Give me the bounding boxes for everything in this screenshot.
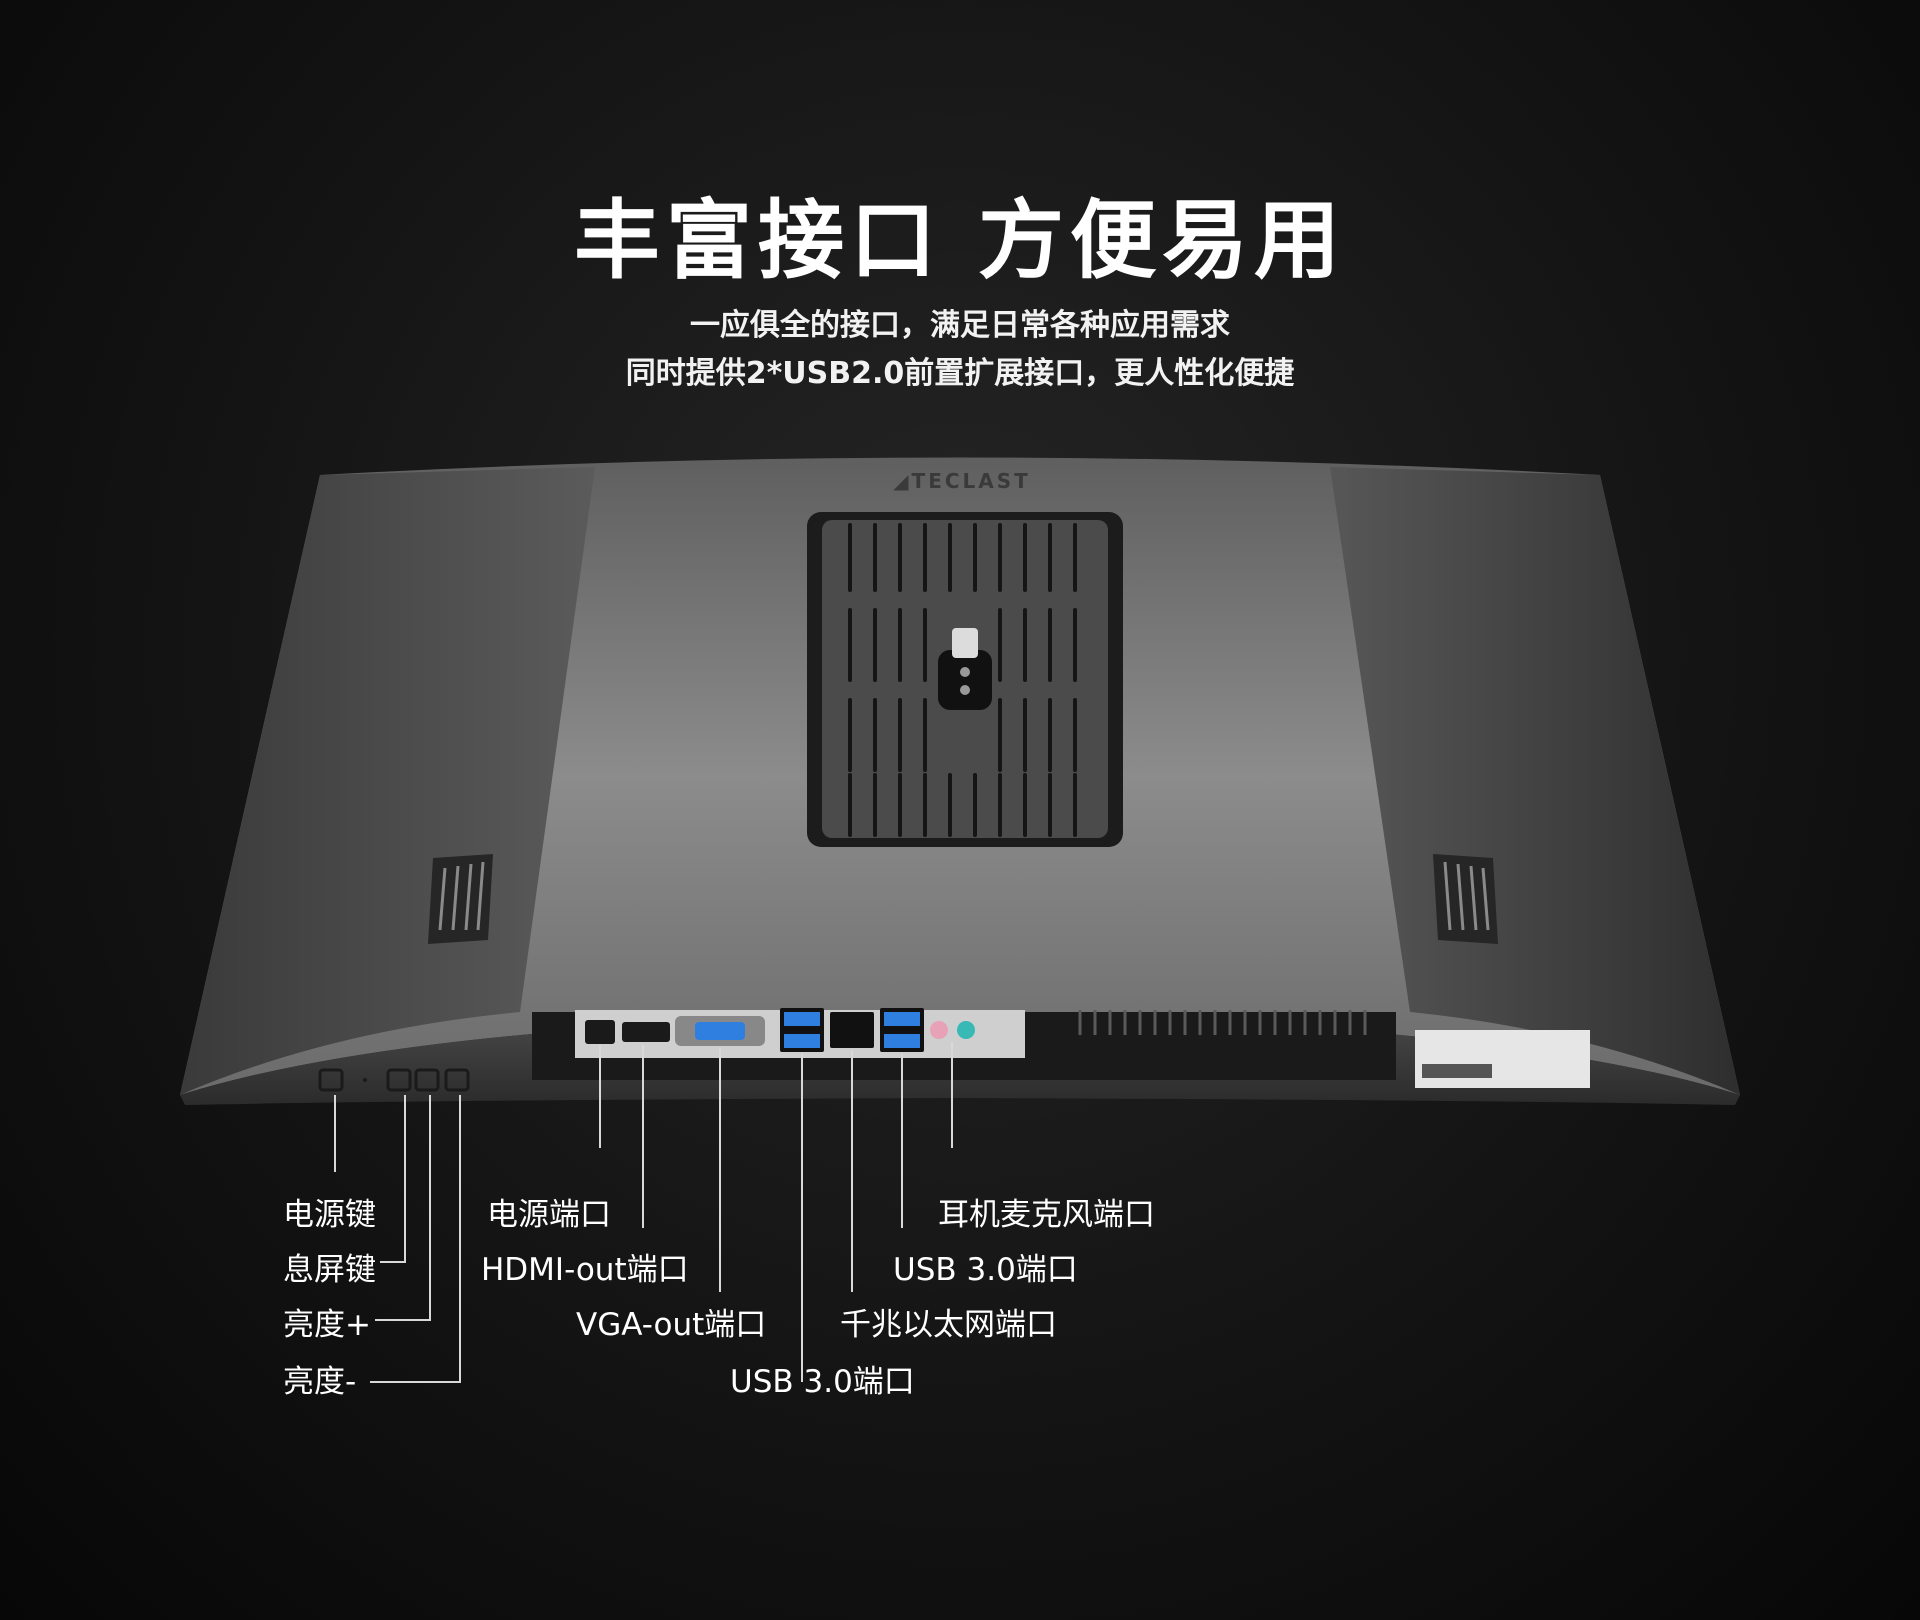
callout-lines [334,1042,953,1383]
ethernet-port [830,1012,874,1048]
bottom-vent [1078,1010,1367,1035]
power-port [585,1020,615,1044]
hdmi-port [622,1022,670,1042]
stand-hinge [938,650,992,710]
page-title: 丰富接口 方便易用 [574,191,1346,291]
label-hdmi-out: HDMI-out端口 [481,1252,689,1288]
left-side-panel [180,467,595,1095]
label-brightness-down: 亮度- [283,1364,357,1400]
label-brightness-up: 亮度+ [283,1307,371,1343]
label-screen-off-key: 息屏键 [283,1252,376,1288]
label-vga-out: VGA-out端口 [576,1307,767,1343]
label-ethernet: 千兆以太网端口 [840,1307,1057,1343]
subtitle-line-2: 同时提供2*USB2.0前置扩展接口，更人性化便捷 [625,356,1295,391]
product-sticker [1415,1030,1590,1088]
mic-jack [930,1021,948,1039]
right-side-panel [1330,467,1740,1095]
label-power-port: 电源端口 [487,1197,611,1233]
brand-logo: ◢TECLAST [893,469,1031,493]
front-buttons [318,1068,470,1092]
right-speaker-grille [1433,854,1498,944]
label-audio-jack: 耳机麦克风端口 [938,1197,1155,1233]
label-power-key: 电源键 [283,1197,376,1233]
left-speaker-grille [428,854,493,944]
label-usb30-left: USB 3.0端口 [730,1364,915,1400]
headphone-jack [957,1021,975,1039]
subtitle-line-1: 一应俱全的接口，满足日常各种应用需求 [690,308,1230,343]
label-usb30-right: USB 3.0端口 [893,1252,1078,1288]
vent-slots [848,523,1077,837]
